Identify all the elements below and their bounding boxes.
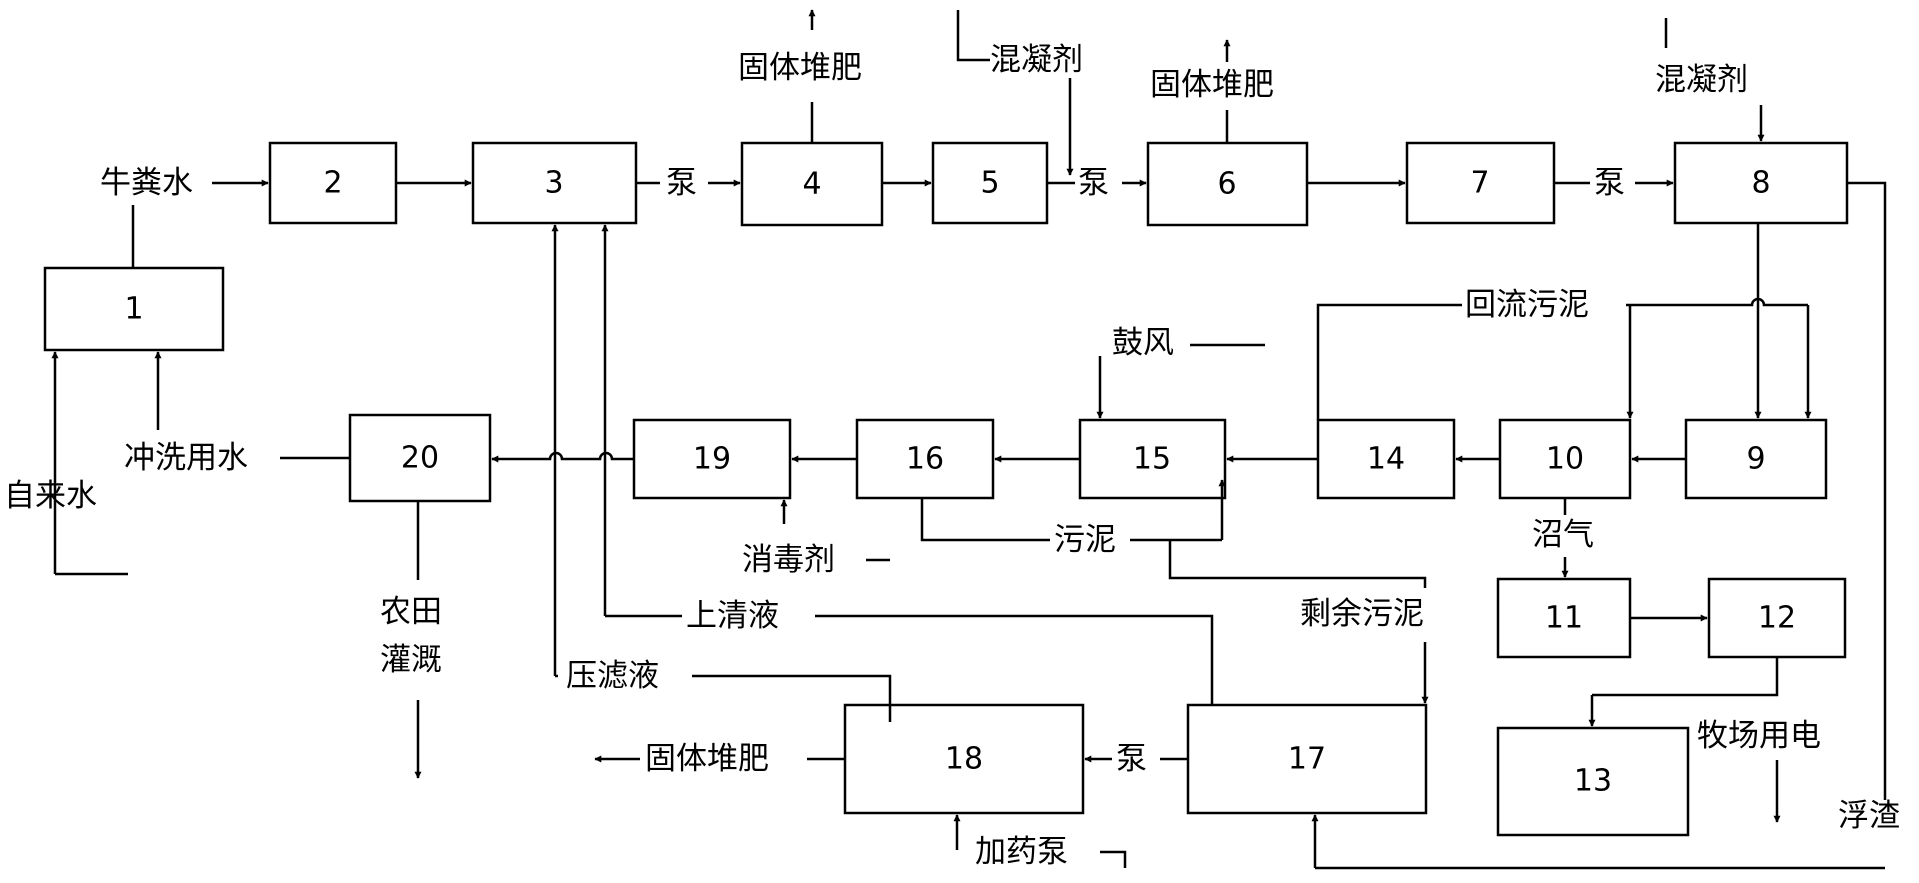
unit-1: 1 [43,266,225,352]
unit-17-label: 17 [1288,742,1326,777]
unit-12-label: 12 [1758,601,1796,636]
unit-4-label: 4 [802,167,821,202]
unit-20-label: 20 [401,441,439,476]
label-disinfectant: 消毒剂 [742,542,835,578]
line-sludge-16 [920,498,1050,542]
unit-2-label: 2 [323,166,342,201]
line-19-to-20 [520,451,634,461]
unit-17: 17 [1186,703,1428,815]
unit-15: 15 [1078,418,1227,500]
unit-15-label: 15 [1133,442,1171,477]
unit-4: 4 [740,141,884,227]
unit-19: 19 [632,418,792,500]
flush-water-line [154,351,350,460]
unit-1-label: 1 [124,292,143,327]
return-sludge-loop [1316,303,1462,420]
label-solid-compost-18: 固体堆肥 [645,741,769,777]
unit-3: 3 [471,141,638,225]
unit-7: 7 [1405,141,1556,225]
unit-8-label: 8 [1751,166,1770,201]
unit-10-label: 10 [1546,442,1584,477]
unit-11: 11 [1496,577,1632,659]
line-excess-sludge [1168,540,1427,588]
label-pump-17-18: 泵 [1116,741,1147,777]
scum-loop [1847,181,1887,800]
line-dosing-pump [1100,850,1127,868]
label-sludge: 污泥 [1054,522,1116,558]
unit-13-label: 13 [1574,764,1612,799]
unit-2: 2 [268,141,398,225]
unit-18: 18 [843,703,1085,815]
unit-20: 20 [348,413,492,503]
label-solid-compost-6: 固体堆肥 [1150,67,1274,103]
label-farmland: 农田 [380,594,442,630]
unit-16: 16 [855,418,995,500]
unit-14: 14 [1316,418,1456,500]
line-12-down [1592,657,1779,697]
unit-9-label: 9 [1746,442,1765,477]
unit-10: 10 [1498,418,1632,500]
line-supernatant [815,614,1214,705]
label-solid-compost-4: 固体堆肥 [738,50,862,86]
unit-19-label: 19 [693,442,731,477]
label-aeration: 鼓风 [1112,325,1174,361]
unit-18-label: 18 [945,742,983,777]
label-excess-sludge: 剩余污泥 [1300,596,1424,632]
line-filtrate [692,674,892,722]
return-sludge-right [1626,297,1808,307]
label-return-sludge: 回流污泥 [1465,287,1589,323]
unit-13: 13 [1496,726,1690,837]
label-supernatant: 上清液 [686,598,779,634]
label-manure-water: 牛粪水 [100,165,193,201]
label-dosing-pump: 加药泵 [975,834,1068,870]
unit-9: 9 [1684,418,1828,500]
label-coagulant-5: 混凝剂 [990,42,1083,78]
unit-7-label: 7 [1470,166,1489,201]
unit-6-label: 6 [1217,167,1236,202]
unit-6: 6 [1146,141,1309,227]
unit-8: 8 [1673,141,1849,225]
label-biogas: 沼气 [1532,517,1594,553]
label-filtrate: 压滤液 [566,658,659,694]
label-tap-water: 自来水 [4,478,97,514]
unit-11-label: 11 [1545,601,1583,636]
unit-12: 12 [1707,577,1847,659]
unit-14-label: 14 [1367,442,1405,477]
unit-5: 5 [931,141,1049,225]
unit-5-label: 5 [980,166,999,201]
label-flush-water: 冲洗用水 [124,440,248,476]
label-pump-7-8: 泵 [1594,165,1625,201]
tap-water-line [51,351,128,576]
label-farm-power: 牧场用电 [1697,718,1821,754]
label-pump-5-6: 泵 [1078,165,1109,201]
label-irrigation: 灌溉 [380,642,442,678]
label-coagulant-8: 混凝剂 [1655,62,1748,98]
unit-16-label: 16 [906,442,944,477]
label-pump-3-4: 泵 [666,165,697,201]
unit-3-label: 3 [544,166,563,201]
line-coagulant-5 [956,10,990,62]
label-scum: 浮渣 [1838,798,1900,834]
